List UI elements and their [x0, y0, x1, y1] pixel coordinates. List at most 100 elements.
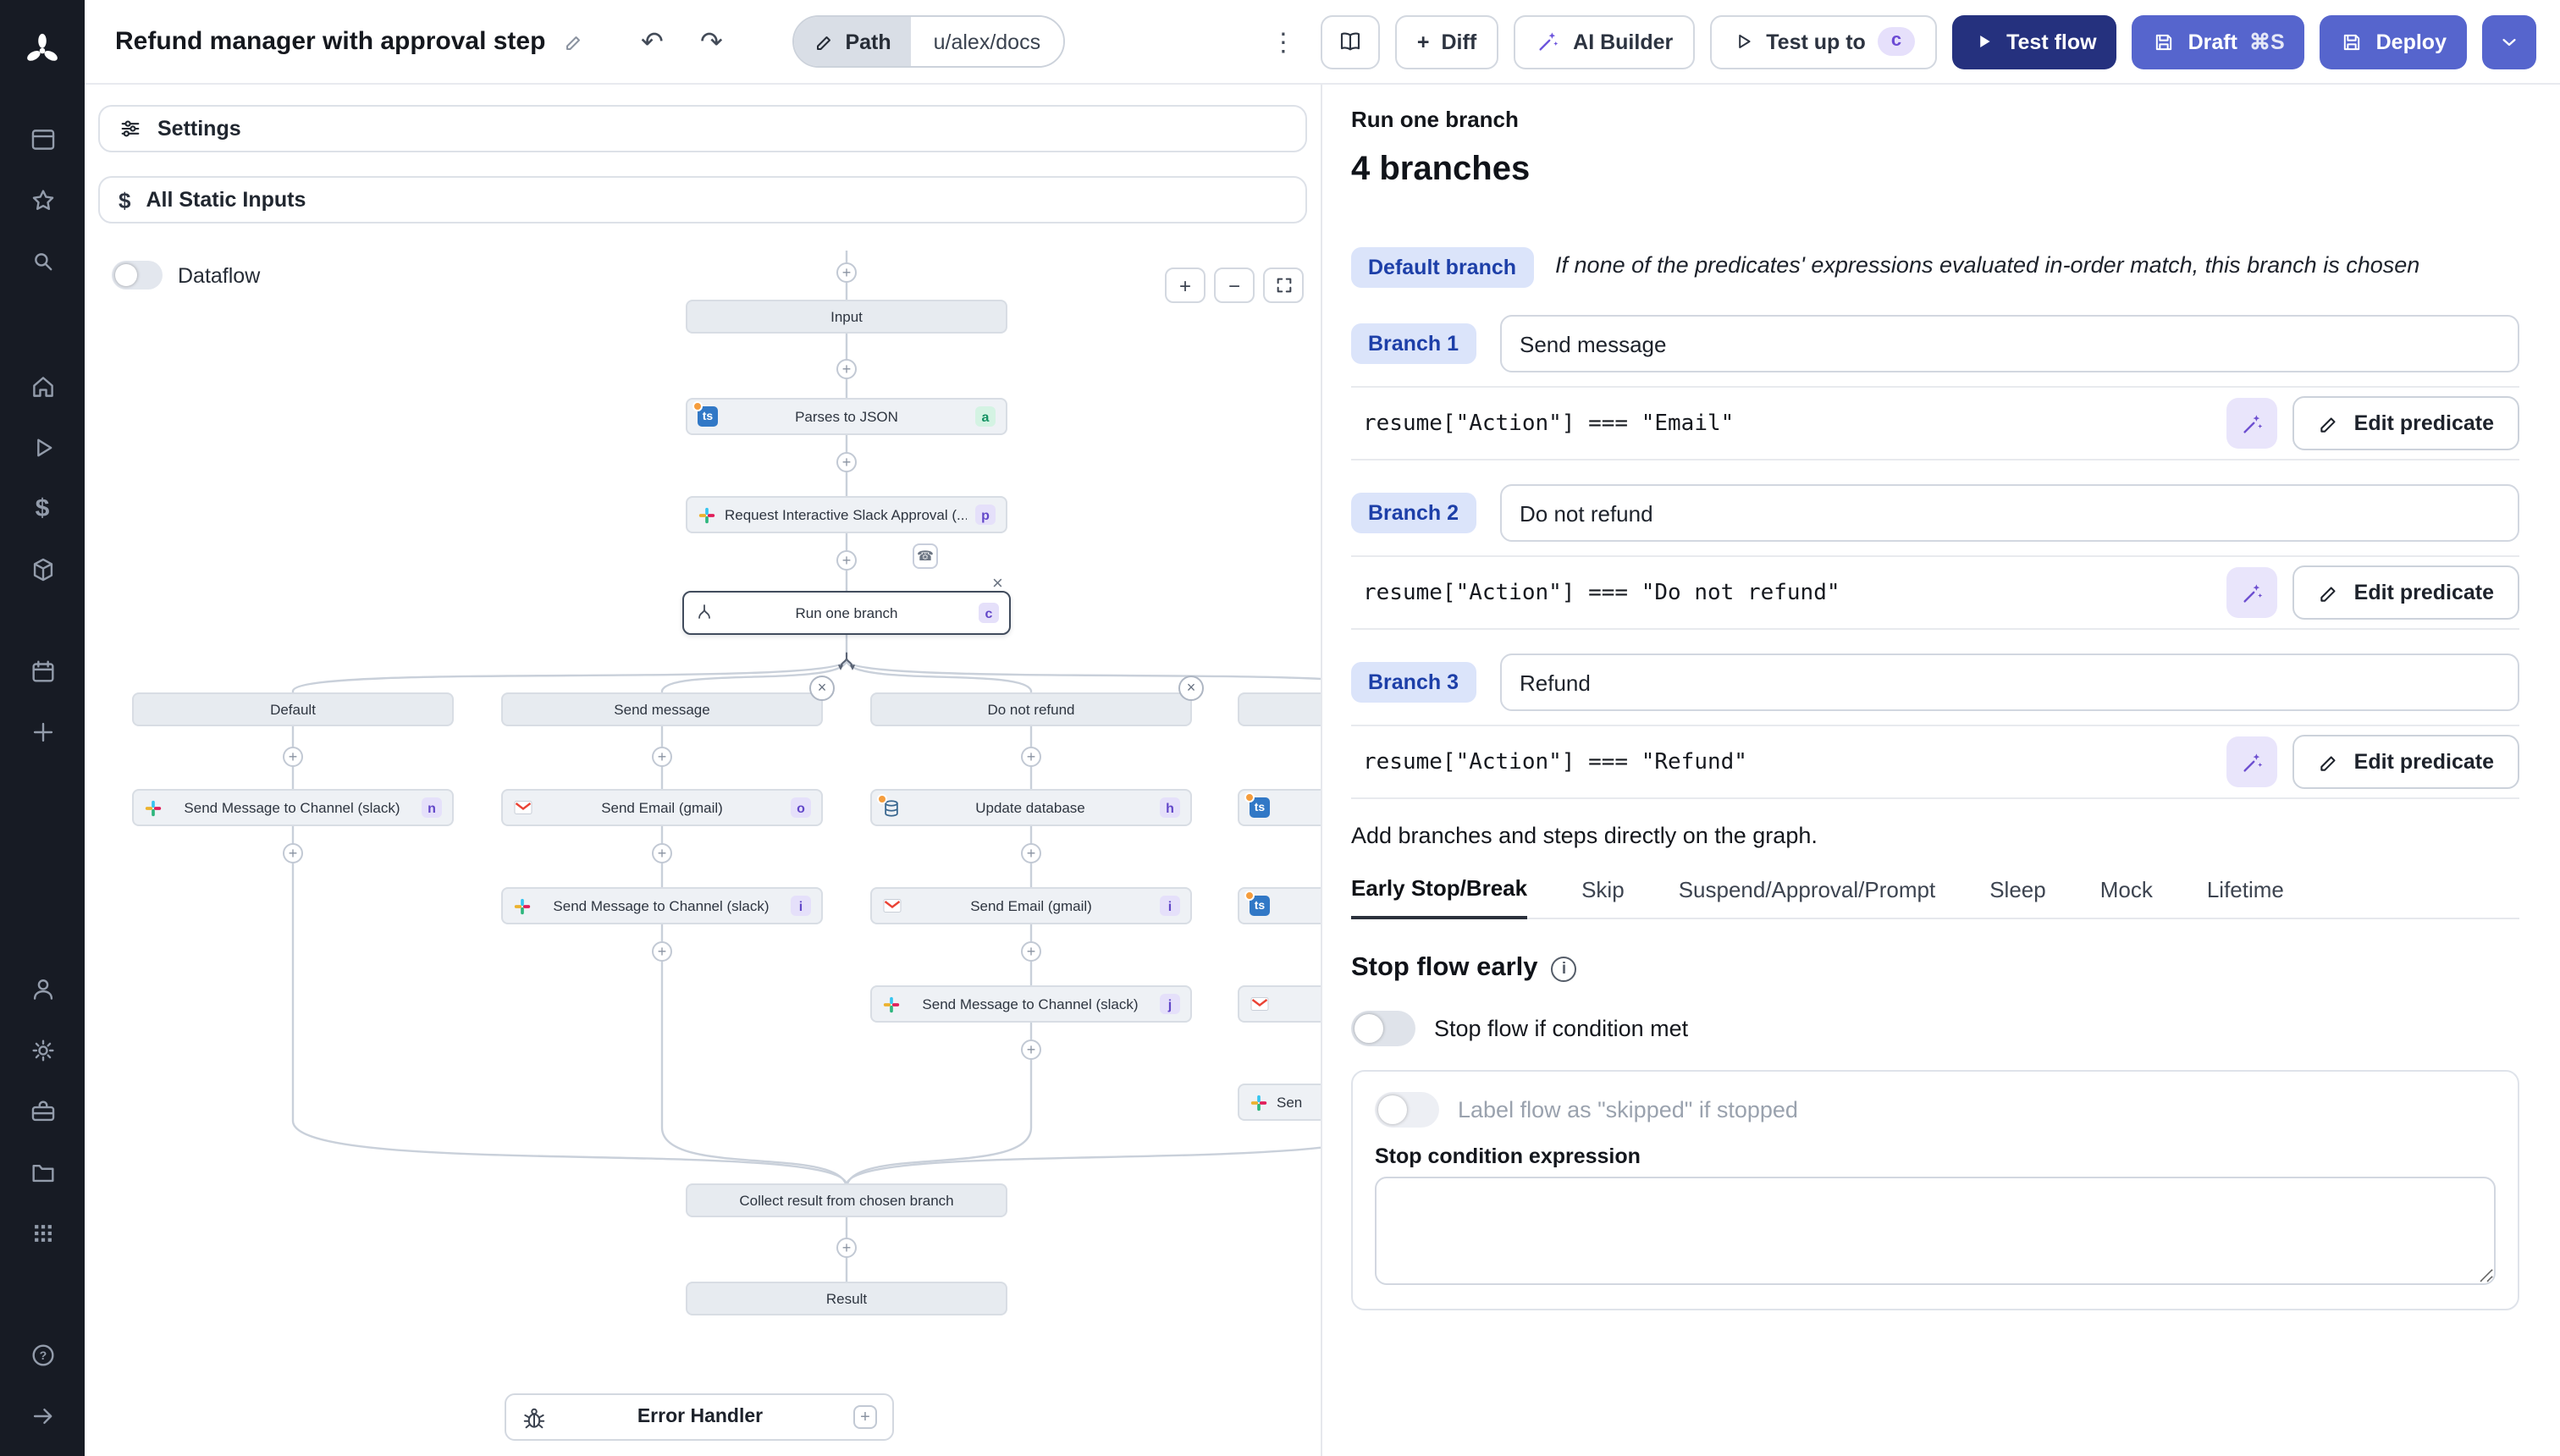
settings-gear-icon[interactable]: [14, 1024, 71, 1075]
path-group[interactable]: Path u/alex/docs: [792, 15, 1065, 68]
edit-predicate-button[interactable]: Edit predicate: [2292, 735, 2519, 789]
folders-icon[interactable]: [14, 1146, 71, 1197]
branch-header-do-not-refund[interactable]: Do not refund: [870, 692, 1192, 726]
redo-button[interactable]: ↷: [689, 16, 733, 67]
variables-dollar-icon[interactable]: $: [14, 483, 71, 533]
branch-2-name-input[interactable]: [1499, 484, 2519, 542]
topbar: Refund manager with approval step ↶ ↷ Pa…: [85, 0, 2560, 85]
dataflow-toggle[interactable]: [112, 261, 163, 290]
stop-condition-expression-label: Stop condition expression: [1375, 1144, 1641, 1168]
edit-predicate-button[interactable]: Edit predicate: [2292, 565, 2519, 620]
all-static-inputs-bar[interactable]: $ All Static Inputs: [98, 176, 1307, 223]
delete-branch-button[interactable]: ×: [809, 676, 835, 701]
add-step-button[interactable]: +: [283, 747, 303, 767]
collapse-arrow-icon[interactable]: [14, 1390, 71, 1441]
deploy-dropdown-button[interactable]: [2482, 14, 2536, 69]
node-branch4-step4[interactable]: Sen: [1238, 1084, 1321, 1121]
search-icon[interactable]: [14, 235, 71, 286]
error-handler-node[interactable]: Error Handler +: [505, 1393, 894, 1441]
branch-header-4[interactable]: [1238, 692, 1321, 726]
step-config-panel: Run one branch 4 branches Default branch…: [1322, 85, 2560, 1456]
tab-lifetime[interactable]: Lifetime: [2207, 865, 2284, 918]
add-step-button[interactable]: +: [836, 359, 857, 379]
stop-flow-condition-toggle[interactable]: [1351, 1011, 1415, 1046]
help-icon[interactable]: ?: [14, 1329, 71, 1380]
flow-canvas[interactable]: + + + + + + + + + + + + + + ☎: [85, 85, 1321, 1456]
node-send-message-slack-sm[interactable]: Send Message to Channel (slack) i: [501, 887, 823, 924]
node-send-message-slack-dnr[interactable]: Send Message to Channel (slack) j: [870, 985, 1192, 1023]
zoom-out-button[interactable]: −: [1214, 267, 1255, 303]
ai-predicate-button[interactable]: [2226, 567, 2278, 618]
node-send-message-slack-default[interactable]: Send Message to Channel (slack) n: [132, 789, 454, 826]
remove-step-button[interactable]: ×: [992, 574, 1003, 594]
stop-condition-expression-input[interactable]: [1375, 1177, 2496, 1285]
node-slack-approval[interactable]: Request Interactive Slack Approval (... …: [686, 496, 1007, 533]
add-step-button[interactable]: +: [836, 550, 857, 571]
resources-cube-icon[interactable]: [14, 543, 71, 594]
add-step-button[interactable]: +: [836, 1238, 857, 1258]
windmill-logo-icon[interactable]: [24, 17, 61, 85]
add-error-handler-button[interactable]: +: [853, 1405, 877, 1429]
add-step-button[interactable]: +: [1021, 1040, 1041, 1060]
user-icon[interactable]: [14, 963, 71, 1014]
delete-branch-button[interactable]: ×: [1178, 676, 1204, 701]
schedules-calendar-icon[interactable]: [14, 645, 71, 696]
test-up-to-button[interactable]: Test up to c: [1710, 14, 1938, 69]
tab-mock[interactable]: Mock: [2100, 865, 2153, 918]
node-result[interactable]: Result: [686, 1282, 1007, 1315]
ai-predicate-button[interactable]: [2226, 736, 2278, 787]
node-input[interactable]: Input: [686, 300, 1007, 334]
home-icon[interactable]: [14, 361, 71, 411]
play-icon: [1980, 35, 1990, 48]
add-step-button[interactable]: +: [652, 941, 672, 962]
node-branch4-step3[interactable]: [1238, 985, 1321, 1023]
branch-3-name-input[interactable]: [1499, 654, 2519, 711]
test-flow-button[interactable]: Test flow: [1952, 14, 2117, 69]
tab-suspend-approval-prompt[interactable]: Suspend/Approval/Prompt: [1679, 865, 1936, 918]
branch-1-name-input[interactable]: [1499, 315, 2519, 372]
node-update-database[interactable]: Update database h: [870, 789, 1192, 826]
add-step-button[interactable]: +: [1021, 843, 1041, 863]
title-edit-icon[interactable]: [564, 31, 584, 52]
draft-button[interactable]: Draft ⌘S: [2132, 14, 2305, 69]
docs-book-button[interactable]: [1320, 14, 1380, 69]
add-step-button[interactable]: +: [1021, 747, 1041, 767]
add-step-button[interactable]: +: [652, 843, 672, 863]
ai-builder-button[interactable]: AI Builder: [1514, 14, 1696, 69]
fit-view-button[interactable]: [1263, 267, 1304, 303]
more-options-button[interactable]: ⋮: [1261, 16, 1305, 67]
node-branch4-step2[interactable]: ts: [1238, 887, 1321, 924]
node-collect-result[interactable]: Collect result from chosen branch: [686, 1183, 1007, 1217]
runs-play-icon[interactable]: [14, 422, 71, 472]
add-step-button[interactable]: +: [1021, 941, 1041, 962]
branch-header-default[interactable]: Default: [132, 692, 454, 726]
workers-toolbox-icon[interactable]: [14, 1085, 71, 1136]
branch-header-send-message[interactable]: Send message: [501, 692, 823, 726]
tab-early-stop-break[interactable]: Early Stop/Break: [1351, 865, 1528, 919]
undo-button[interactable]: ↶: [630, 16, 674, 67]
add-step-button[interactable]: +: [652, 747, 672, 767]
ai-predicate-button[interactable]: [2226, 398, 2278, 449]
add-step-button[interactable]: +: [836, 452, 857, 472]
settings-bar[interactable]: Settings: [98, 105, 1307, 152]
edit-predicate-button[interactable]: Edit predicate: [2292, 396, 2519, 450]
tab-skip[interactable]: Skip: [1581, 865, 1625, 918]
tab-sleep[interactable]: Sleep: [1989, 865, 2046, 918]
add-step-button[interactable]: +: [836, 262, 857, 283]
add-step-button[interactable]: +: [283, 843, 303, 863]
node-send-email-gmail[interactable]: Send Email (gmail) o: [501, 789, 823, 826]
node-branch4-step1[interactable]: ts: [1238, 789, 1321, 826]
node-parses-to-json[interactable]: ts Parses to JSON a: [686, 398, 1007, 435]
app-window-icon[interactable]: [14, 113, 71, 164]
diff-button[interactable]: + Diff: [1394, 14, 1499, 69]
star-icon[interactable]: [14, 174, 71, 225]
node-run-one-branch-selected[interactable]: Run one branch c: [682, 591, 1011, 635]
label-skipped-toggle[interactable]: [1375, 1092, 1439, 1128]
branch-3-section: Branch 3 resume["Action"] === "Refund" E…: [1351, 654, 2519, 799]
zoom-in-button[interactable]: +: [1165, 267, 1206, 303]
deploy-button[interactable]: Deploy: [2320, 14, 2467, 69]
apps-grid-icon[interactable]: [14, 1207, 71, 1258]
left-sidebar: $ ?: [0, 0, 85, 1456]
node-send-email-gmail-dnr[interactable]: Send Email (gmail) i: [870, 887, 1192, 924]
add-plus-icon[interactable]: [14, 706, 71, 757]
